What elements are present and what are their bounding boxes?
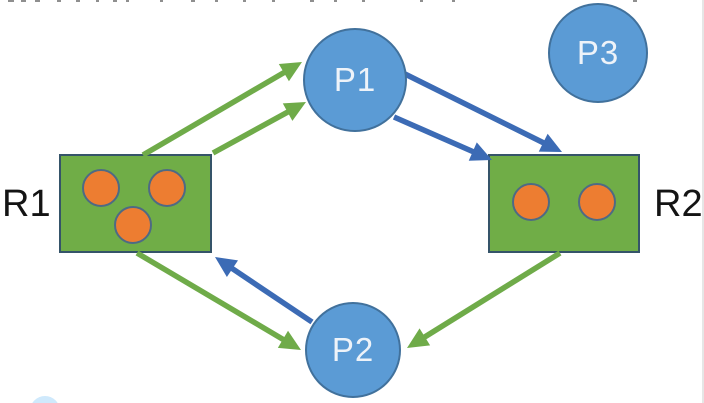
cropped-text-remnant: [272, 0, 275, 2]
page-edge-line: [702, 0, 704, 403]
cropped-text-remnant: [113, 0, 117, 2]
process-node-p3: P3: [548, 3, 648, 103]
partial-circle-artifact: [30, 396, 60, 403]
cropped-text-remnant: [21, 0, 26, 2]
cropped-text-remnant: [8, 0, 14, 2]
resource-instance-r1: [148, 169, 186, 207]
cropped-text-remnant: [334, 0, 337, 2]
cropped-text-remnant: [310, 0, 314, 2]
cropped-text-remnant: [420, 0, 423, 2]
resource-label-r2: R2: [654, 183, 703, 225]
process-label: P2: [331, 331, 375, 368]
resource-instance-r1: [114, 206, 152, 244]
resource-instance-r2: [512, 183, 550, 221]
resource-label-r1: R1: [2, 183, 51, 225]
process-label: P1: [333, 61, 377, 98]
cropped-text-remnant: [126, 0, 129, 2]
cropped-text-remnant: [35, 0, 40, 2]
process-node-p1: P1: [303, 28, 407, 132]
process-node-p2: P2: [305, 302, 401, 398]
cropped-text-remnant: [243, 0, 246, 2]
cropped-text-remnant: [96, 0, 99, 2]
cropped-text-remnant: [633, 0, 637, 2]
cropped-text-remnant: [191, 0, 195, 2]
cropped-text-remnant: [76, 0, 80, 2]
cropped-text-remnant: [160, 0, 163, 2]
cropped-text-remnant: [57, 0, 61, 2]
process-label: P3: [576, 34, 620, 71]
cropped-text-remnant: [215, 0, 218, 2]
resource-instance-r1: [82, 169, 120, 207]
cropped-text-remnant: [452, 0, 455, 2]
resource-instance-r2: [578, 183, 616, 221]
cropped-text-remnant: [362, 0, 365, 2]
